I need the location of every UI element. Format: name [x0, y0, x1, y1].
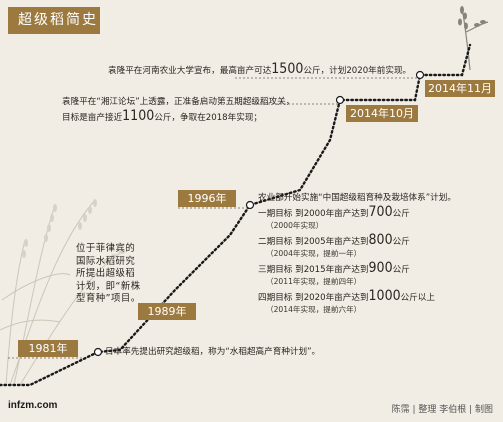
- goal-2-unit: 公斤: [392, 237, 410, 247]
- goal-3-prefix: 三期目标 到2015年亩产达到: [258, 265, 369, 275]
- goal-2-prefix: 二期目标 到2005年亩产达到: [258, 237, 369, 247]
- event-2014-11-text-b: 公斤，计划2020年前实现。: [303, 66, 412, 76]
- rice-plant-illustration: [0, 199, 126, 386]
- event-1981-text: 日本率先提出研究超级稻，称为“水稻超高产育种计划”。: [105, 347, 321, 357]
- goal-1-prefix: 一期目标 到2000年亩产达到: [258, 209, 369, 219]
- goal-2-note: （2004年实现，提前一年）: [266, 249, 362, 258]
- goal-4-unit: 公斤以上: [400, 293, 435, 303]
- event-2014-11-text: 袁隆平在河南农业大学宣布，最高亩产可达1500公斤，计划2020年前实现。: [108, 61, 412, 78]
- event-1989-line-4: 计划，即“新株: [76, 280, 141, 292]
- event-1989-text: 位于菲律宾的 国际水稻研究 所提出超级稻 计划，即“新株 型育种”项目。: [76, 243, 141, 306]
- goal-3-note: （2011年实现，提前四年）: [266, 277, 362, 286]
- label-1989: 1989年: [138, 303, 196, 320]
- goal-1-unit: 公斤: [392, 209, 410, 219]
- timeline-dot-2014-10: [335, 95, 345, 105]
- label-1981: 1981年: [18, 340, 78, 357]
- source-logo: infzm.com: [8, 400, 58, 411]
- goal-item-4: 四期目标 到2020年亩产达到1000公斤以上 （2014年实现，提前六年）: [258, 288, 435, 314]
- event-1996-head: 农业部开始实施“中国超级稻育种及栽培体系”计划。: [258, 193, 456, 203]
- credits: 陈霈 | 整理 李伯根 | 制图: [391, 405, 493, 415]
- event-2014-11-text-a: 袁隆平在河南农业大学宣布，最高亩产可达: [108, 66, 272, 76]
- event-2014-10-number: 1100: [122, 108, 155, 124]
- goal-2-number: 800: [368, 232, 393, 248]
- goal-4-prefix: 四期目标 到2020年亩产达到: [258, 293, 369, 303]
- goal-list: 一期目标 到2000年亩产达到700公斤 （2000年实现） 二期目标 到200…: [258, 204, 435, 314]
- label-2014-10: 2014年10月: [346, 105, 418, 122]
- timeline-dot-2014-11: [415, 70, 425, 80]
- label-2014-11: 2014年11月: [425, 80, 495, 97]
- timeline-dot-1981: [93, 347, 103, 357]
- event-1989-line-5: 型育种”项目。: [76, 293, 141, 304]
- event-2014-11-number: 1500: [271, 61, 304, 77]
- event-2014-10-line2: 目标是亩产接近1100公斤，争取在2018年实现；: [62, 108, 263, 125]
- event-2014-10-line2-a: 目标是亩产接近: [62, 113, 123, 123]
- goal-1-number: 700: [368, 204, 393, 220]
- event-1989-line-1: 位于菲律宾的: [76, 243, 136, 254]
- event-2014-10-line1: 袁隆平在“湘江论坛”上透露，正准备启动第五期超级稻攻关，: [62, 97, 295, 107]
- page-title: 超级稻简史: [8, 7, 100, 34]
- event-2014-10-line2-b: 公斤，争取在2018年实现；: [154, 113, 263, 123]
- event-1989-line-3: 所提出超级稻: [76, 268, 136, 279]
- goal-item-2: 二期目标 到2005年亩产达到800公斤 （2004年实现，提前一年）: [258, 232, 435, 258]
- event-1989-line-2: 国际水稻研究: [76, 255, 136, 267]
- goal-3-number: 900: [368, 260, 393, 276]
- goal-item-1: 一期目标 到2000年亩产达到700公斤 （2000年实现）: [258, 204, 435, 230]
- timeline-dot-1996: [245, 200, 255, 210]
- label-1996: 1996年: [178, 190, 236, 207]
- goal-1-note: （2000年实现）: [266, 221, 324, 230]
- goal-3-unit: 公斤: [392, 265, 410, 275]
- goal-4-number: 1000: [368, 288, 401, 304]
- goal-4-note: （2014年实现，提前六年）: [266, 305, 362, 314]
- goal-item-3: 三期目标 到2015年亩产达到900公斤 （2011年实现，提前四年）: [258, 260, 435, 286]
- rice-stalk-icon: [458, 6, 489, 71]
